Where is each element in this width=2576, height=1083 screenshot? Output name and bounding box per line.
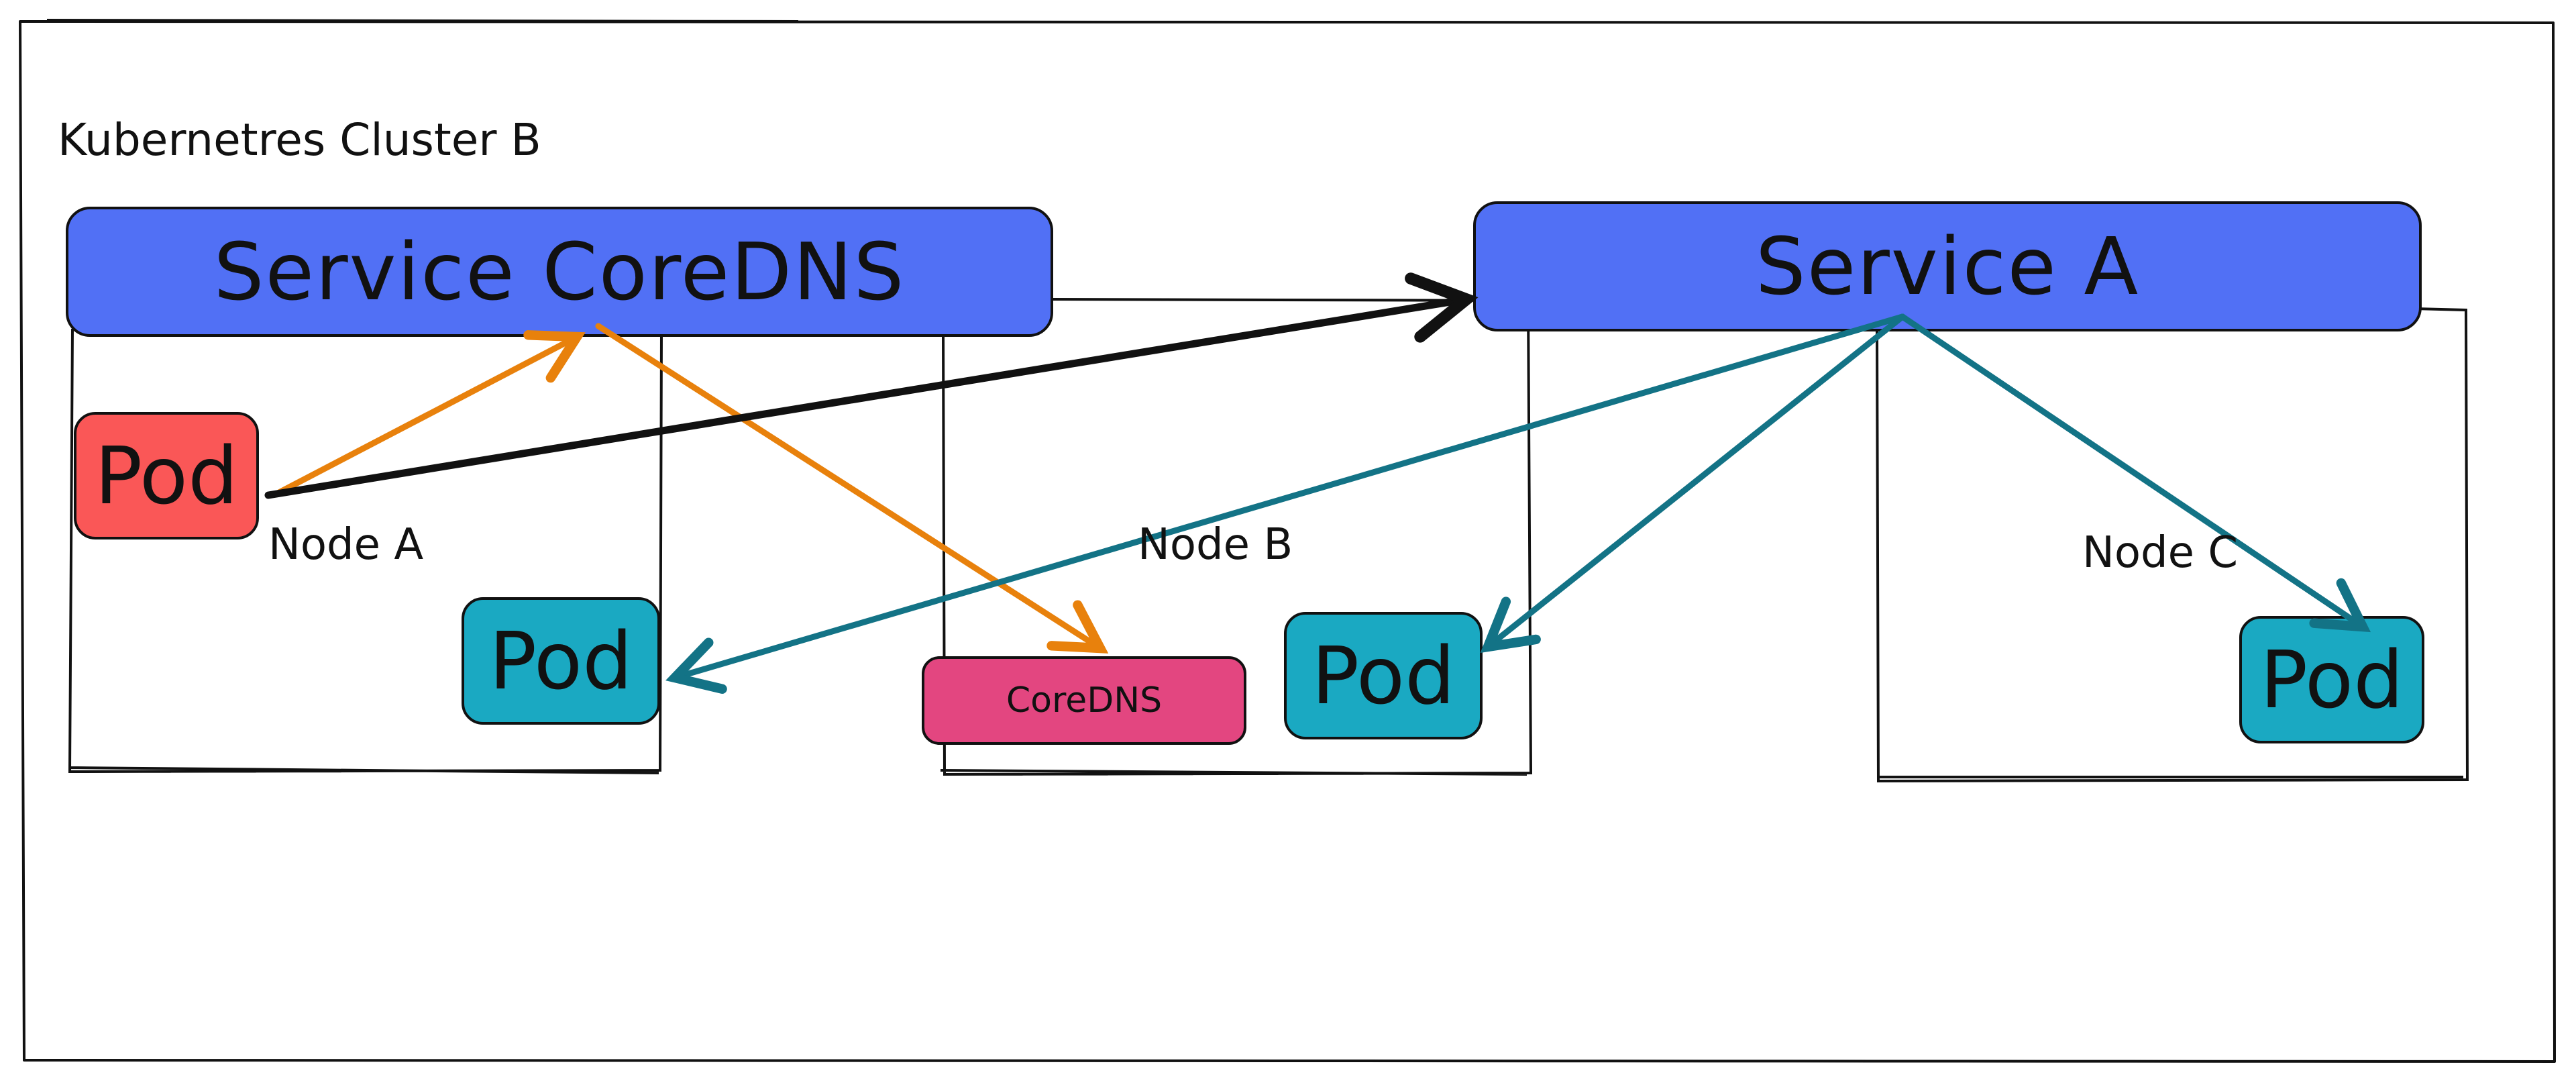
request-arrow	[264, 272, 1479, 499]
node-b-label: Node B	[1138, 520, 1293, 570]
service-a-label: Service A	[1755, 220, 2140, 313]
pod-client-label: Pod	[94, 429, 239, 522]
route-to-pod-node-a-arrow	[665, 313, 1906, 694]
pod-node-c-label: Pod	[2259, 633, 2404, 726]
node-a-label: Node A	[268, 520, 424, 570]
node-c-label: Node C	[2082, 528, 2239, 578]
route-to-pod-node-c-arrow	[1899, 313, 2371, 633]
coredns-pod-box[interactable]	[922, 656, 1246, 745]
node-a-box	[68, 328, 663, 774]
service-coredns-label: Service CoreDNS	[213, 225, 906, 318]
pod-node-a-box[interactable]	[462, 597, 660, 725]
pod-node-b-label: Pod	[1311, 629, 1456, 722]
pod-node-a-label: Pod	[488, 615, 633, 707]
dns-query-arrow	[273, 330, 586, 497]
service-a-box[interactable]	[1473, 201, 2422, 331]
coredns-pod-label: CoreDNS	[1006, 680, 1163, 721]
cluster-frame	[19, 19, 2556, 1063]
node-c-box	[1876, 307, 2469, 783]
dns-forward-arrow	[595, 323, 1109, 654]
route-to-pod-node-b-arrow	[1480, 313, 1906, 654]
cluster-title: Kubernetres Cluster B	[58, 114, 541, 166]
pod-node-b-box[interactable]	[1284, 612, 1483, 739]
pod-client-box[interactable]	[74, 412, 259, 539]
node-b-box	[940, 298, 1533, 776]
